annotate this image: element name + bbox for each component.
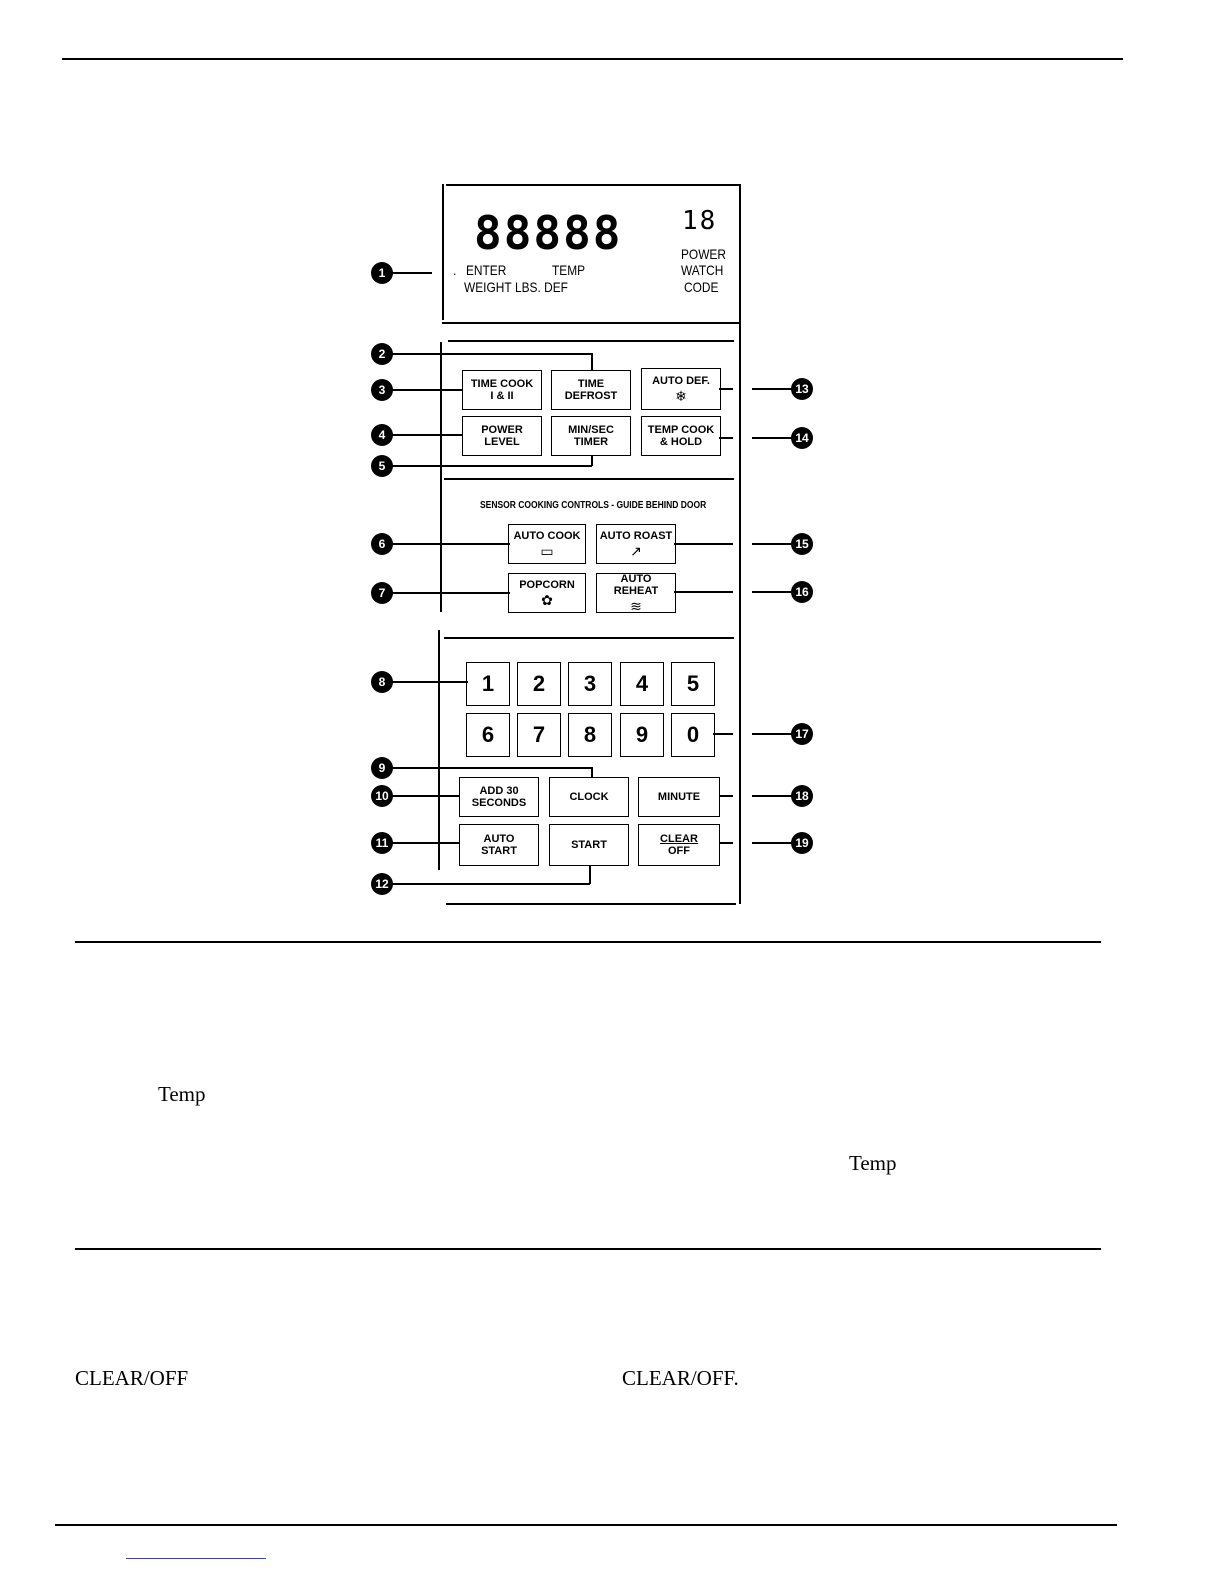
number-key-7[interactable]: 7 <box>517 713 561 757</box>
callout-14: 14 <box>791 427 813 449</box>
callout-9: 9 <box>371 757 393 779</box>
callout-7: 7 <box>371 582 393 604</box>
number-key-1[interactable]: 1 <box>466 662 510 706</box>
callout-12: 12 <box>371 873 393 895</box>
minute-button[interactable]: MINUTE <box>638 777 720 817</box>
start-button[interactable]: START <box>549 824 629 866</box>
callout-19: 19 <box>791 832 813 854</box>
number-key-5[interactable]: 5 <box>671 662 715 706</box>
sensor-section-title: SENSOR COOKING CONTROLS - GUIDE BEHIND D… <box>480 500 707 511</box>
display-label-temp: TEMP <box>552 262 586 278</box>
bottom-rule <box>55 1524 1117 1526</box>
display-digits: 88888 <box>474 206 623 260</box>
display-label-code: CODE <box>684 279 719 295</box>
display-label-watch: WATCH <box>681 262 724 278</box>
display-label-lbs-def: LBS. DEF <box>515 279 568 295</box>
callout-6: 6 <box>371 533 393 555</box>
display-label-enter: ENTER <box>466 262 507 278</box>
clock-button[interactable]: CLOCK <box>549 777 629 817</box>
auto-defrost-button[interactable]: AUTO DEF.❄ <box>641 368 721 410</box>
auto-cook-button[interactable]: AUTO COOK▭ <box>508 524 586 564</box>
callout-16: 16 <box>791 581 813 603</box>
callout-15: 15 <box>791 533 813 555</box>
section-rule-2 <box>75 1248 1101 1250</box>
popcorn-icon: ✿ <box>541 592 553 608</box>
display-label-power: POWER <box>681 246 726 262</box>
callout-18: 18 <box>791 785 813 807</box>
callout-11: 11 <box>371 832 393 854</box>
top-rule <box>62 58 1123 60</box>
number-key-8[interactable]: 8 <box>568 713 612 757</box>
probe-icon: ↗ <box>630 543 642 559</box>
callout-2: 2 <box>371 343 393 365</box>
body-text-clear-left: CLEAR/OFF <box>75 1366 189 1390</box>
callout-10: 10 <box>371 785 393 807</box>
callout-17: 17 <box>791 723 813 745</box>
footer-link-underline <box>126 1558 266 1559</box>
number-key-4[interactable]: 4 <box>620 662 664 706</box>
auto-reheat-button[interactable]: AUTO REHEAT≋ <box>596 573 676 613</box>
display-small-digits: 18 <box>682 206 718 236</box>
temp-cook-hold-button[interactable]: TEMP COOK& HOLD <box>641 416 721 456</box>
auto-roast-button[interactable]: AUTO ROAST↗ <box>596 524 676 564</box>
number-key-6[interactable]: 6 <box>466 713 510 757</box>
dish-icon: ▭ <box>540 543 554 559</box>
callout-8: 8 <box>371 671 393 693</box>
number-key-9[interactable]: 9 <box>620 713 664 757</box>
popcorn-button[interactable]: POPCORN✿ <box>508 573 586 613</box>
body-text-temp-right: Temp <box>849 1151 897 1175</box>
section-rule-1 <box>75 941 1101 943</box>
display-label-weight: WEIGHT <box>464 279 512 295</box>
body-text-temp-left: Temp <box>158 1082 206 1106</box>
steam-plate-icon: ≋ <box>630 598 642 614</box>
callout-4: 4 <box>371 424 393 446</box>
body-text-clear-right: CLEAR/OFF. <box>622 1366 739 1390</box>
display-dot: . <box>453 262 457 278</box>
callout-1: 1 <box>371 262 393 284</box>
number-key-2[interactable]: 2 <box>517 662 561 706</box>
callout-5: 5 <box>371 455 393 477</box>
snowflake-icon: ❄ <box>675 388 687 404</box>
callout-13: 13 <box>791 378 813 400</box>
callout-3: 3 <box>371 379 393 401</box>
number-key-0[interactable]: 0 <box>671 713 715 757</box>
number-key-3[interactable]: 3 <box>568 662 612 706</box>
